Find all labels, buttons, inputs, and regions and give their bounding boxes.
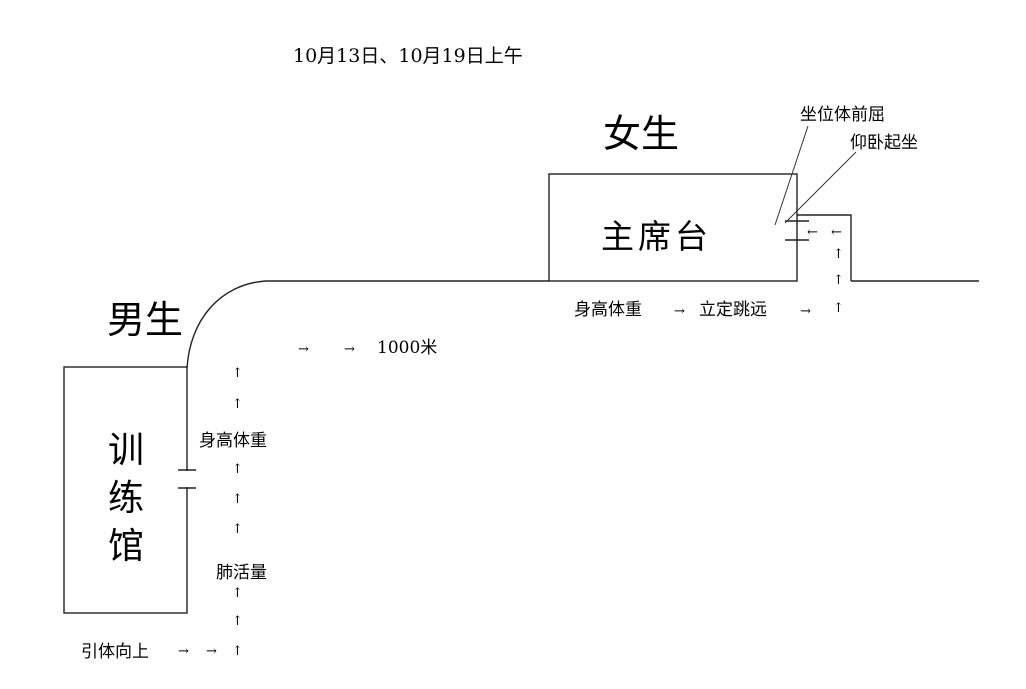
road-left-curve: [186, 280, 549, 369]
side-room-outline: [797, 214, 852, 281]
arrow-right-girls-1: →: [674, 304, 685, 319]
arrow-right-pullups-2: →: [206, 644, 217, 659]
callout-line-sit-ups: [784, 151, 857, 224]
pull-ups-label: 引体向上: [81, 642, 149, 662]
arrow-right-pullups-1: →: [178, 644, 189, 659]
grandstand-building: 主席台: [548, 173, 809, 282]
arrow-up-pullups-3: ↑: [232, 644, 243, 659]
arrow-right-girls-2: →: [800, 304, 811, 319]
callout-line-sit-and-reach: [774, 125, 809, 226]
training-hall-char-1: 训: [108, 430, 144, 471]
arrow-left-2: ←: [831, 225, 842, 240]
vital-capacity-label: 肺活量: [216, 563, 267, 583]
grandstand-label: 主席台: [601, 217, 712, 256]
standing-long-jump-label: 立定跳远: [699, 300, 767, 320]
date-title: 10月13日、10月19日上午: [293, 45, 523, 67]
arrow-up-boys-6: ↑: [232, 586, 243, 601]
arrow-up-girls-3: ↑: [833, 301, 844, 316]
arrow-left-1: ←: [807, 225, 818, 240]
arrow-up-boys-4: ↑: [232, 492, 243, 507]
training-hall-char-2: 练: [108, 478, 144, 519]
arrow-up-boys-1: ↑: [232, 366, 243, 381]
training-hall-box: [63, 366, 188, 614]
sit-ups-label: 仰卧起坐: [850, 133, 918, 153]
boys-height-weight-label: 身高体重: [199, 431, 267, 451]
girls-height-weight-label: 身高体重: [574, 300, 642, 320]
girls-label: 女生: [603, 112, 679, 156]
arrow-up-boys-5: ↑: [232, 522, 243, 537]
arrow-right-run-1: →: [298, 342, 309, 357]
arrow-up-1: ↑: [833, 247, 844, 262]
arrow-up-boys-2: ↑: [232, 397, 243, 412]
arrow-up-2: ↑: [833, 273, 844, 288]
run-1000m-label: 1000米: [377, 338, 437, 358]
arrow-up-boys-3: ↑: [232, 462, 243, 477]
training-hall-building: 训 练 馆: [63, 366, 196, 614]
training-hall-char-3: 馆: [108, 526, 144, 567]
boys-label: 男生: [107, 298, 183, 342]
sit-and-reach-label: 坐位体前屈: [800, 105, 885, 125]
arrow-right-run-2: →: [344, 342, 355, 357]
arrow-up-boys-7: ↑: [232, 614, 243, 629]
grandstand-box: [548, 173, 798, 282]
